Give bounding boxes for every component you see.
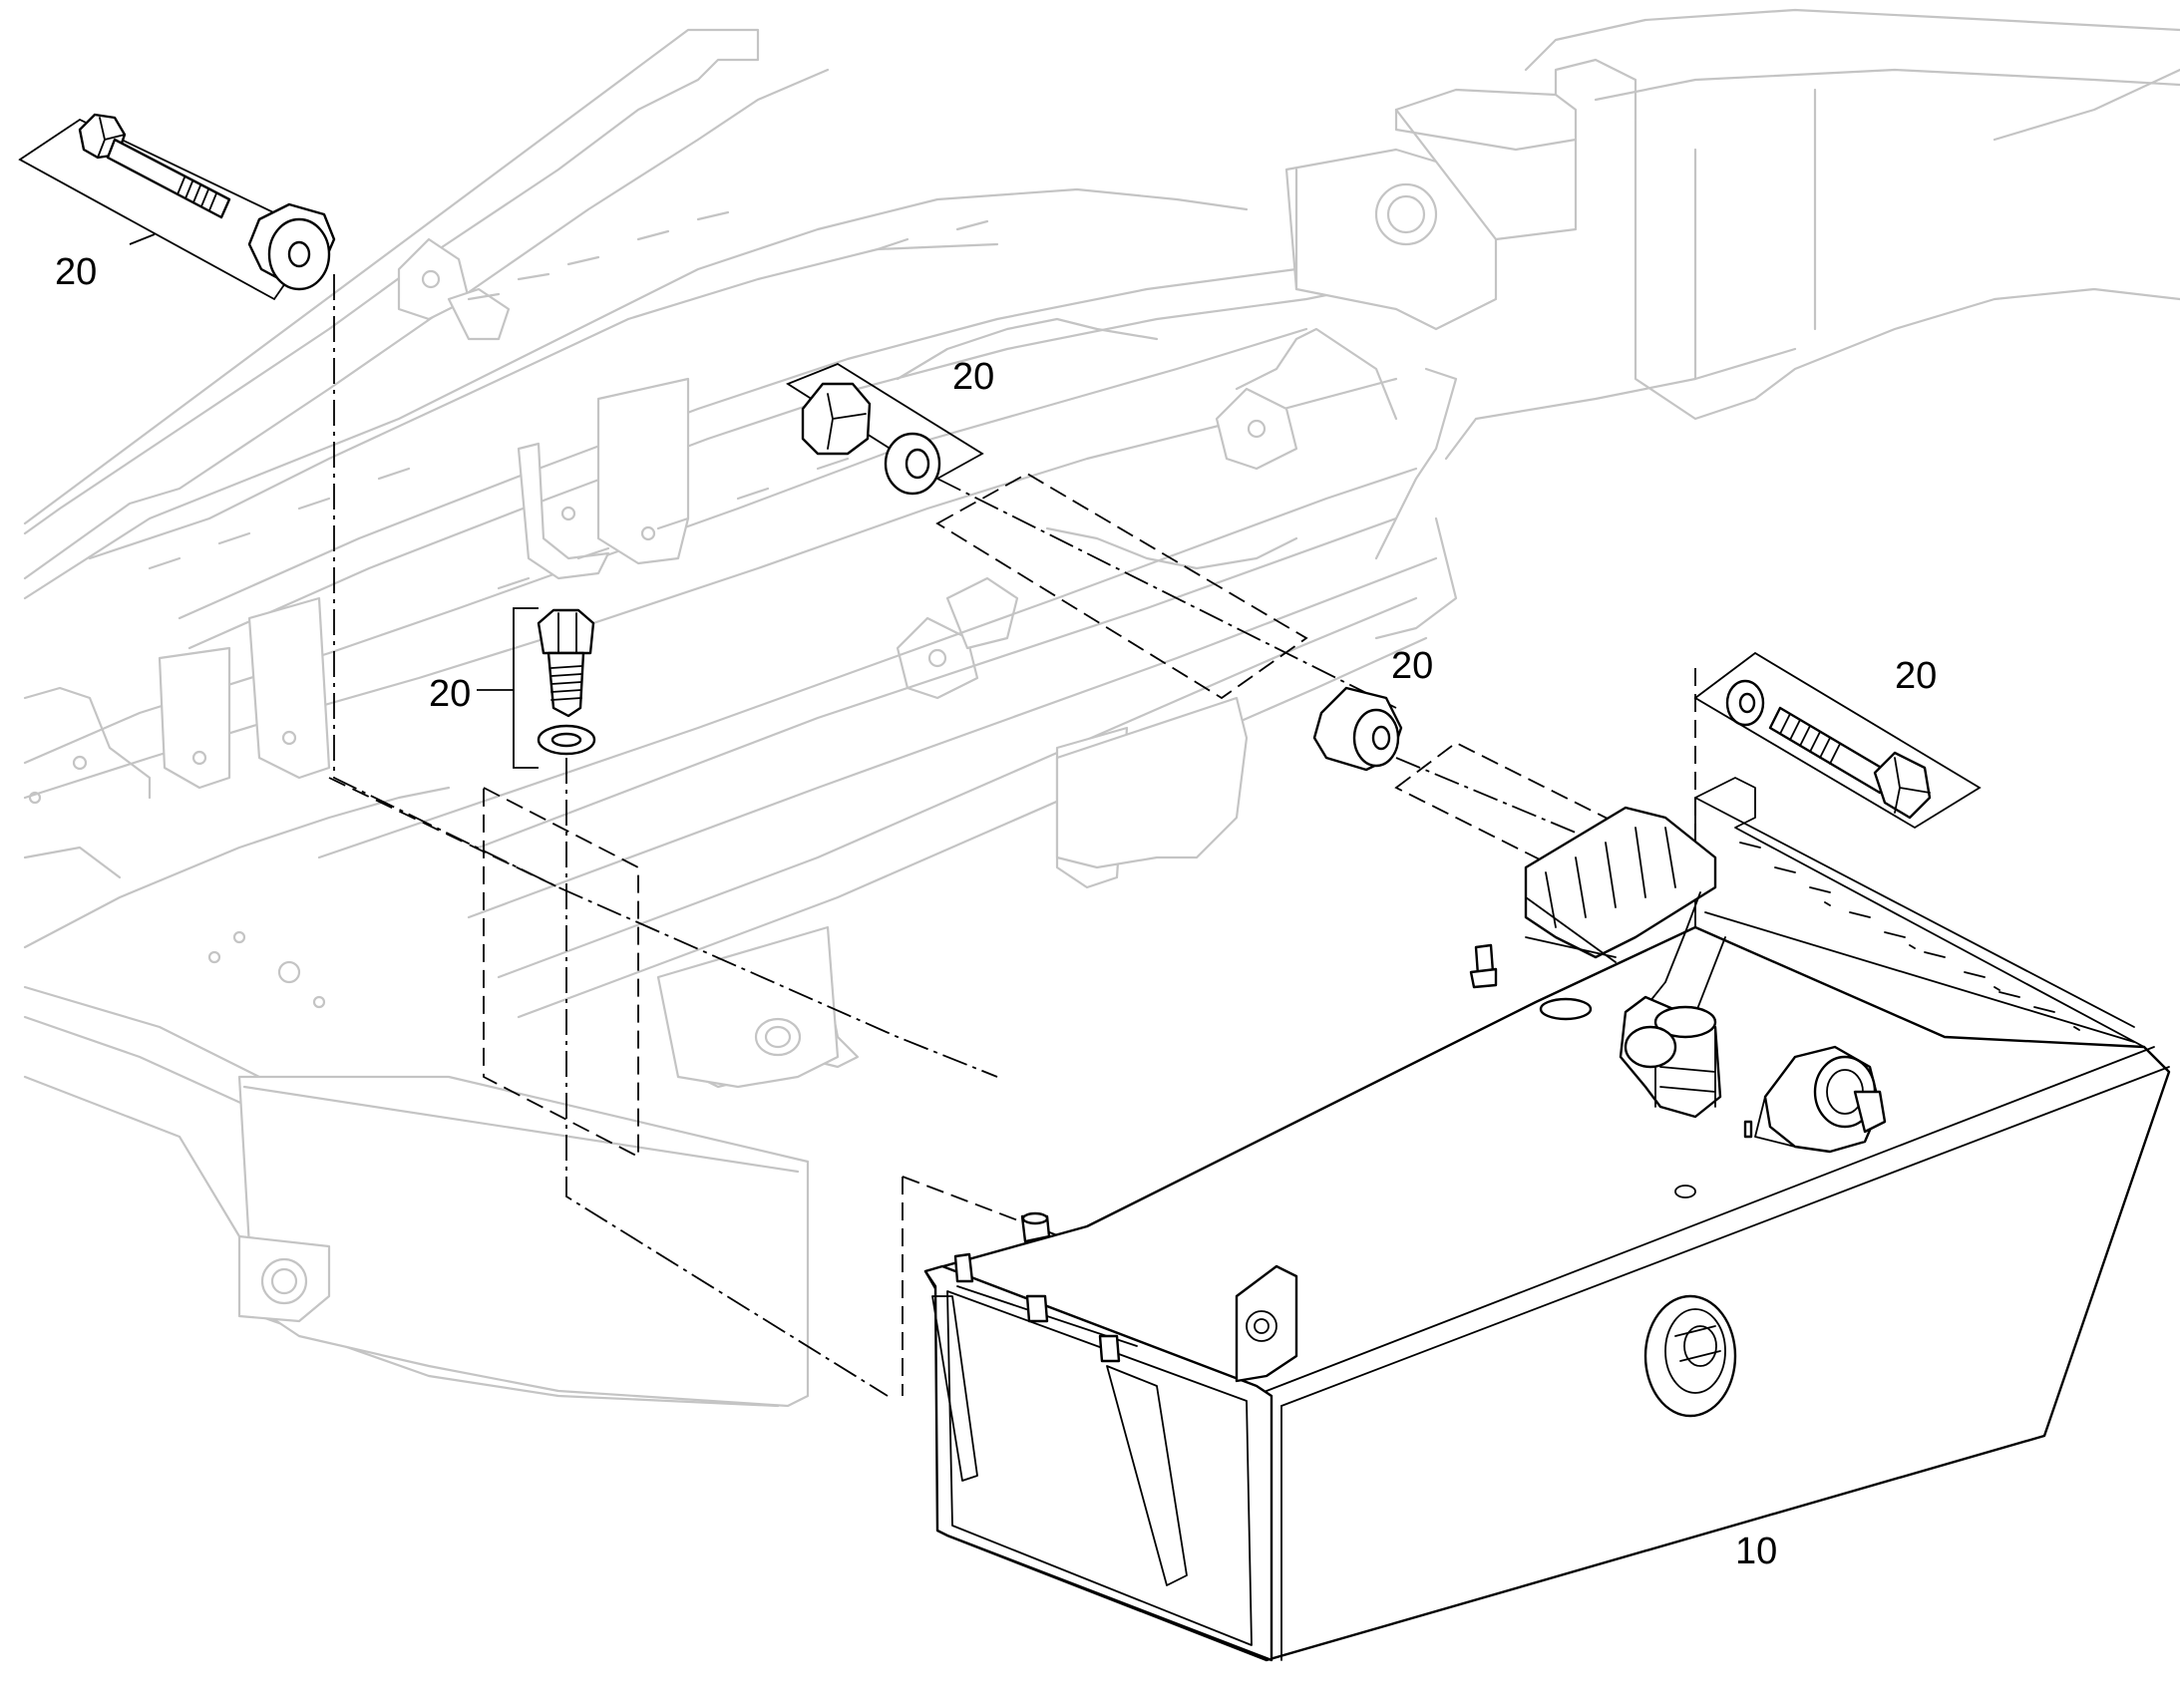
alignment-line: [936, 478, 1397, 709]
callout-20-bolt-right: 20: [1895, 655, 1937, 697]
deck-slots: [1739, 842, 2080, 1031]
hex-bolt-icon: [1873, 751, 1932, 820]
stud-bolts: [953, 1211, 1121, 1363]
nut-washer-group-top: 20: [786, 356, 994, 496]
callout-bracket: [1693, 651, 1982, 830]
callout-20-bolt-long: 20: [55, 251, 97, 293]
callout-10-fuel-tank: 10: [1735, 1531, 1777, 1572]
spacer-bushing-group: 20: [1312, 645, 1433, 772]
hex-bolt-icon: [537, 608, 595, 655]
fuel-tank-icon: 10: [923, 777, 2171, 1662]
alignment-line: [333, 274, 998, 1078]
callout-20-bolt-vertical: 20: [429, 673, 471, 715]
alignment-line: [565, 758, 889, 1397]
callout-bracket: [786, 362, 984, 481]
bolt-washer-group-vertical: 20: [429, 607, 596, 769]
bolt-washer-group-right: 20: [1693, 651, 1982, 830]
callout-20-nut-washer: 20: [952, 356, 994, 398]
bolt-long-group-upper-left: 20: [18, 113, 336, 301]
callout-leader: [129, 233, 156, 245]
chassis-frame: [23, 8, 2180, 1408]
callout-bracket: [513, 607, 539, 769]
callout-20-spacer: 20: [1391, 645, 1433, 687]
